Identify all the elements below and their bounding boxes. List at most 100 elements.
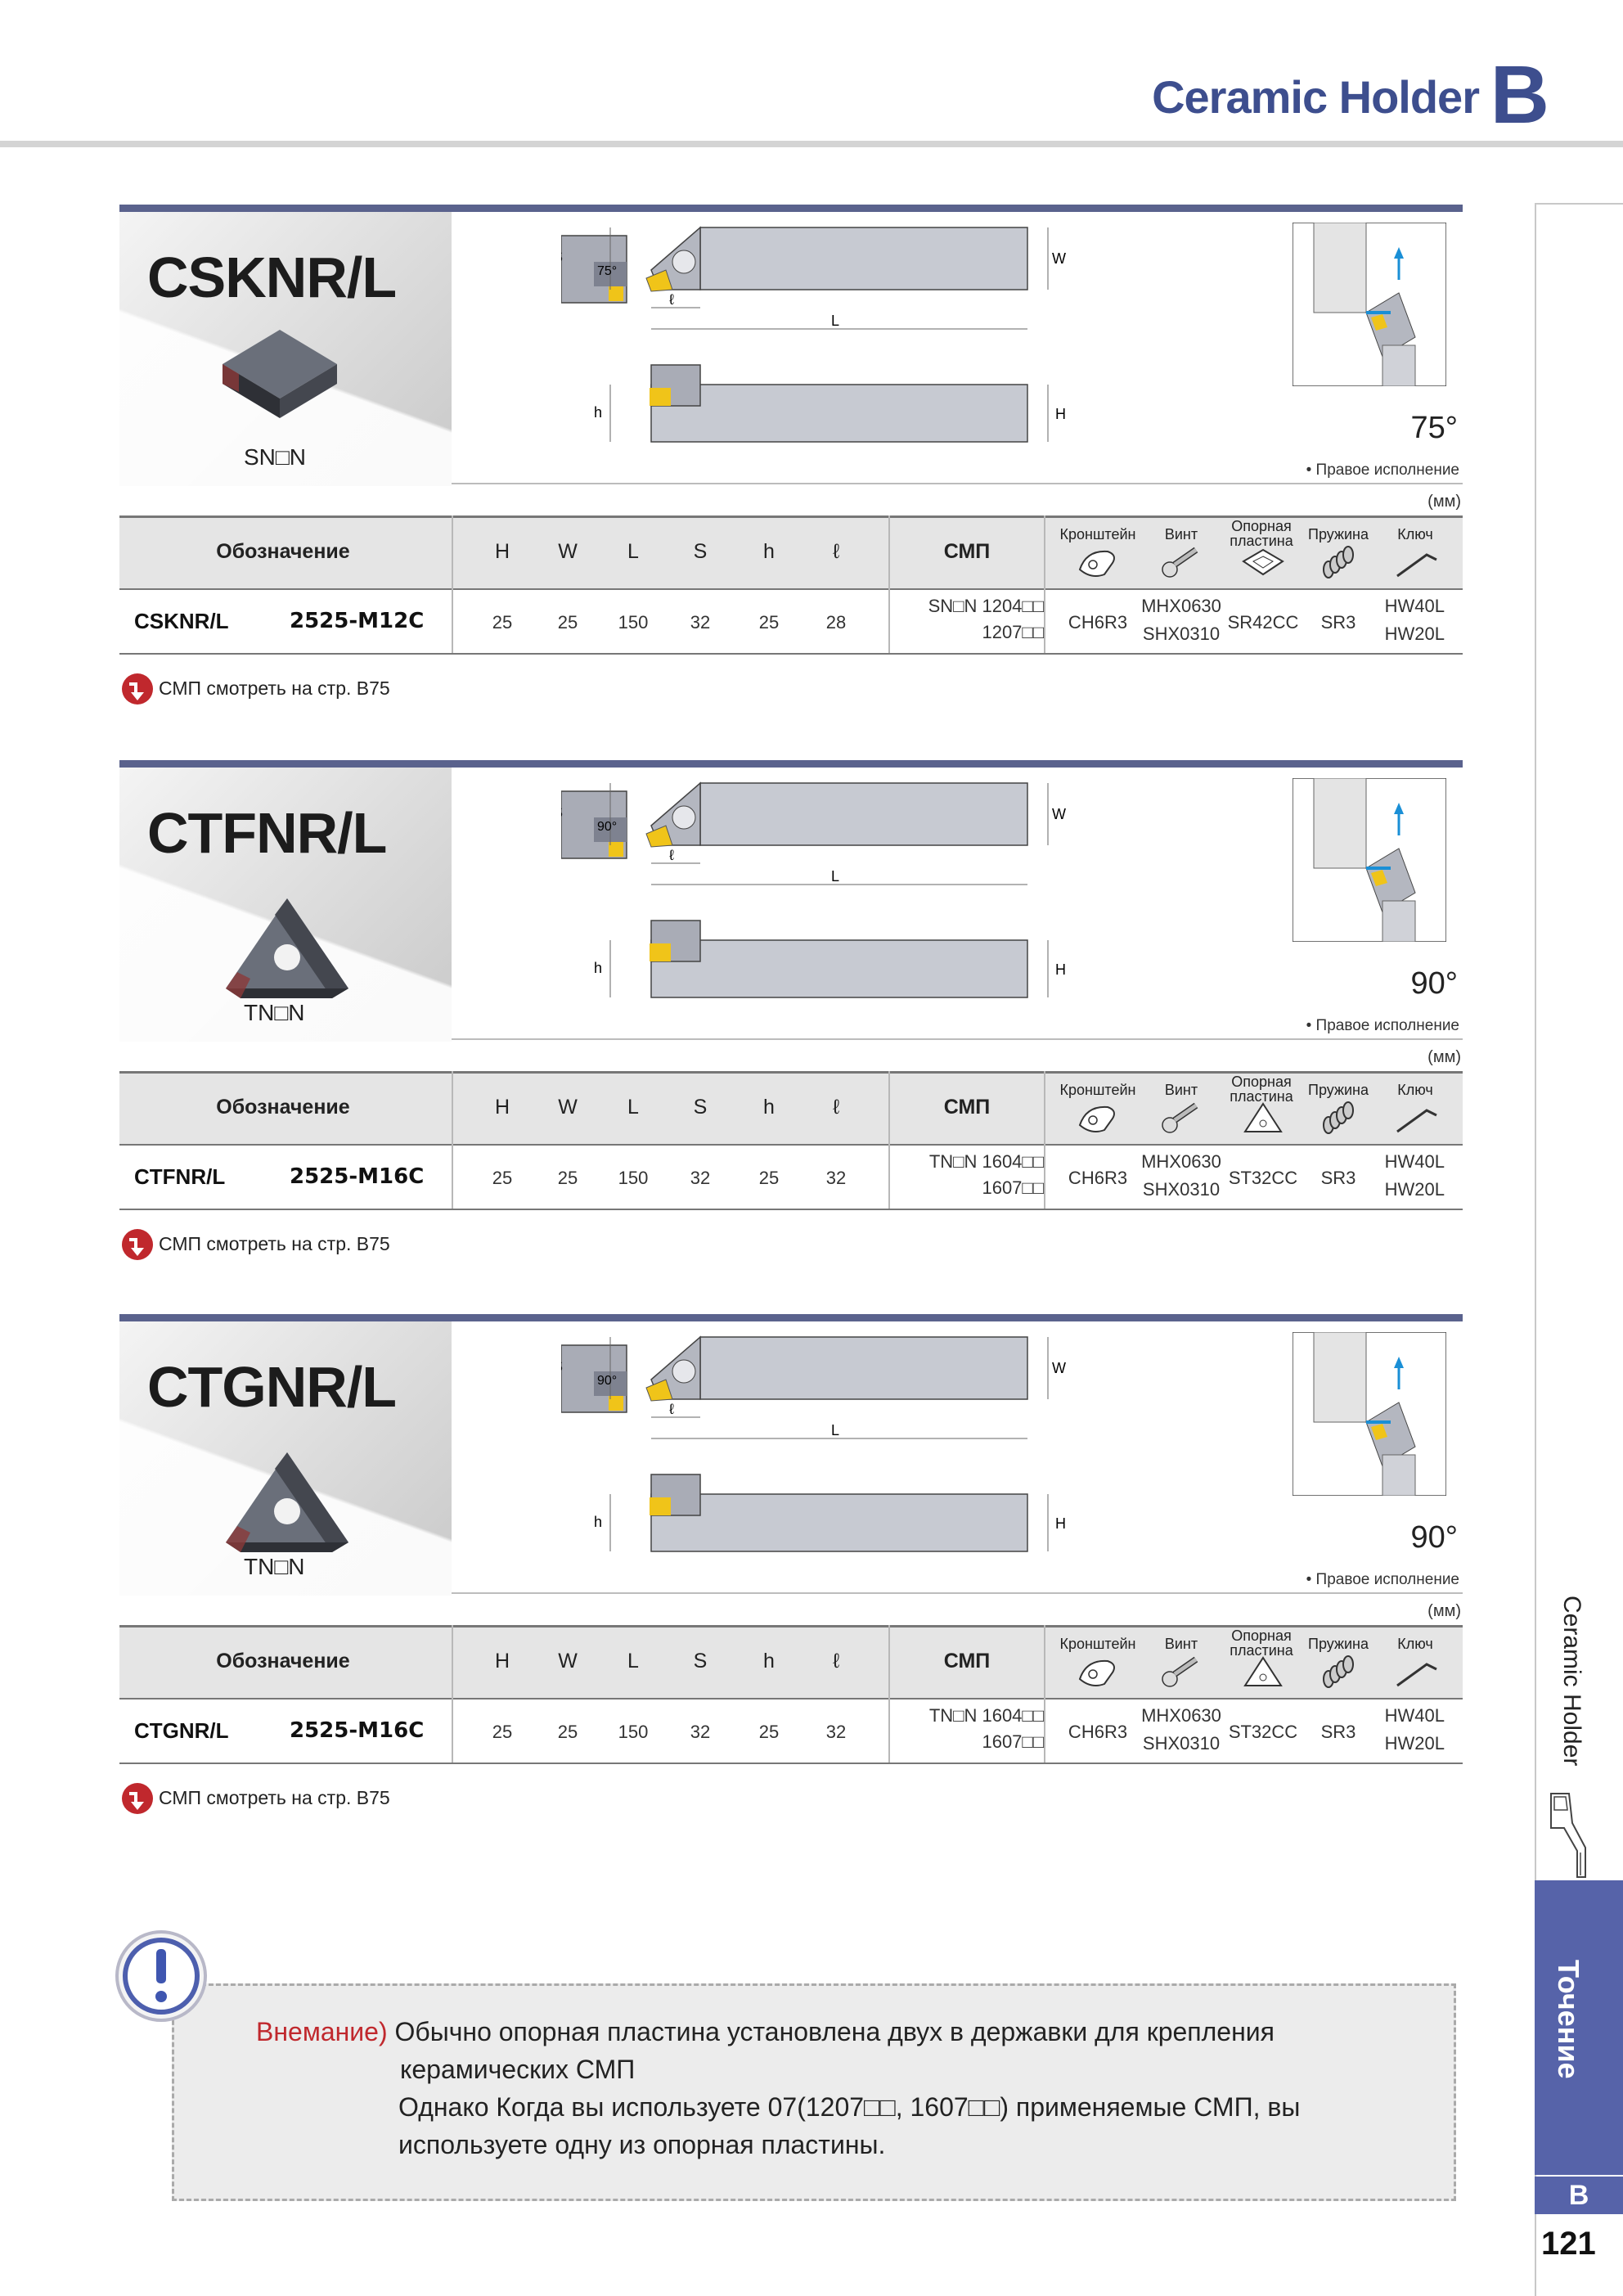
col-W: W bbox=[558, 540, 578, 563]
table-header bbox=[119, 1625, 1463, 1699]
col-designation: Обозначение bbox=[216, 1650, 350, 1672]
page-header-title: Ceramic Holder bbox=[1152, 71, 1480, 123]
col-spring: Пружина bbox=[1308, 1636, 1369, 1652]
col-spring: Пружина bbox=[1308, 526, 1369, 542]
row-S: 32 bbox=[690, 1722, 711, 1742]
row-size: 2525-M16C bbox=[290, 1718, 425, 1743]
row-shim: ST32CC bbox=[1228, 1168, 1298, 1188]
row-shim: SR42CC bbox=[1227, 612, 1299, 633]
row-H: 25 bbox=[492, 1168, 513, 1188]
row-key-2: HW20L bbox=[1384, 1179, 1445, 1200]
dim-label-H: H bbox=[1055, 1515, 1066, 1532]
table-row bbox=[119, 1143, 1463, 1210]
column-divider bbox=[1044, 1625, 1045, 1763]
col-bracket: Кронштейн bbox=[1059, 1636, 1136, 1652]
row-code: CTFNR/L bbox=[134, 1164, 226, 1189]
hand-note: • Правое исполнение bbox=[1306, 461, 1459, 479]
col-designation: Обозначение bbox=[216, 540, 350, 563]
side-tab-line bbox=[1535, 203, 1536, 2296]
reference-arrow-icon bbox=[122, 673, 153, 705]
col-H: H bbox=[494, 1096, 510, 1119]
spring-icon bbox=[1323, 546, 1354, 579]
row-W: 25 bbox=[557, 612, 578, 633]
column-divider bbox=[1044, 515, 1045, 653]
row-size: 2525-M12C bbox=[290, 609, 425, 633]
row-H: 25 bbox=[492, 1722, 513, 1742]
screw-icon bbox=[1162, 547, 1198, 578]
key-icon bbox=[1396, 1663, 1437, 1687]
row-code: CTGNR/L bbox=[134, 1718, 229, 1743]
row-l: 32 bbox=[825, 1168, 847, 1188]
col-insert: СМП bbox=[943, 1096, 991, 1119]
square-insert-icon bbox=[223, 330, 337, 418]
side-tab-turning[interactable] bbox=[1535, 1880, 1623, 2175]
hand-note: • Правое исполнение bbox=[1306, 1571, 1459, 1588]
row-insert-2: 1607□□ bbox=[982, 1731, 1044, 1752]
column-divider bbox=[1044, 1071, 1045, 1209]
col-l: ℓ bbox=[832, 540, 840, 563]
table-header bbox=[119, 1071, 1463, 1146]
col-insert: СМП bbox=[943, 1650, 991, 1672]
col-key: Ключ bbox=[1397, 1636, 1433, 1652]
side-tab-label: Точение bbox=[1552, 1960, 1585, 2079]
row-key-2: HW20L bbox=[1384, 1733, 1445, 1754]
col-L: L bbox=[627, 1096, 639, 1119]
row-key-1: HW40L bbox=[1384, 596, 1445, 616]
note-line-4: используете одну из опорная пластины. bbox=[398, 2130, 886, 2159]
diagram-angle: 90° bbox=[597, 1374, 617, 1388]
row-size: 2525-M16C bbox=[290, 1164, 425, 1189]
row-h: 25 bbox=[758, 1722, 780, 1742]
side-tab-letter: B bbox=[1535, 2177, 1623, 2214]
dim-label-l: ℓ bbox=[669, 1401, 674, 1417]
col-H: H bbox=[494, 540, 510, 563]
section-top-bar bbox=[119, 760, 1463, 768]
dim-label-h: h bbox=[594, 404, 602, 421]
col-H: H bbox=[494, 1650, 510, 1672]
row-screw-1: MHX0630 bbox=[1141, 1705, 1221, 1726]
section-top-bar bbox=[119, 1314, 1463, 1321]
row-screw-2: SHX0310 bbox=[1142, 1733, 1221, 1754]
row-H: 25 bbox=[492, 612, 513, 633]
column-divider bbox=[888, 1625, 890, 1763]
screw-icon bbox=[1162, 1656, 1198, 1687]
screw-icon bbox=[1162, 1102, 1198, 1133]
dim-label-H: H bbox=[1055, 406, 1066, 422]
cutting-angle: 90° bbox=[1410, 1520, 1458, 1555]
key-icon bbox=[1396, 553, 1437, 578]
row-spring: SR3 bbox=[1320, 1722, 1356, 1742]
row-L: 150 bbox=[618, 1722, 649, 1742]
section-divider bbox=[452, 1592, 1463, 1594]
application-drawing bbox=[1293, 223, 1446, 386]
dim-label-W: W bbox=[1052, 1360, 1066, 1376]
row-insert-1: TN□N 1604□□ bbox=[928, 1705, 1044, 1726]
column-divider bbox=[452, 1625, 453, 1763]
bracket-icon bbox=[1078, 1105, 1115, 1132]
col-S: S bbox=[693, 1650, 708, 1672]
bracket-icon bbox=[1078, 550, 1115, 577]
dim-label-S: S bbox=[561, 249, 563, 265]
column-divider bbox=[452, 1071, 453, 1209]
note-line-3: Однако Когда вы используете 07(1207□□, 1… bbox=[398, 2092, 1301, 2122]
col-W: W bbox=[558, 1650, 578, 1672]
reference-text: СМП смотреть на стр. B75 bbox=[159, 1787, 390, 1808]
hand-note: • Правое исполнение bbox=[1306, 1017, 1459, 1034]
row-bracket: CH6R3 bbox=[1068, 612, 1128, 633]
row-S: 32 bbox=[690, 612, 711, 633]
table-row bbox=[119, 588, 1463, 655]
table-header bbox=[119, 515, 1463, 590]
diagram-angle: 90° bbox=[597, 820, 617, 834]
row-insert-2: 1607□□ bbox=[982, 1177, 1044, 1198]
col-spring: Пружина bbox=[1308, 1082, 1369, 1098]
row-screw-2: SHX0310 bbox=[1142, 624, 1221, 644]
shim-icon bbox=[1243, 1102, 1283, 1132]
cutting-angle: 75° bbox=[1410, 411, 1458, 445]
col-bracket: Кронштейн bbox=[1059, 1082, 1136, 1098]
